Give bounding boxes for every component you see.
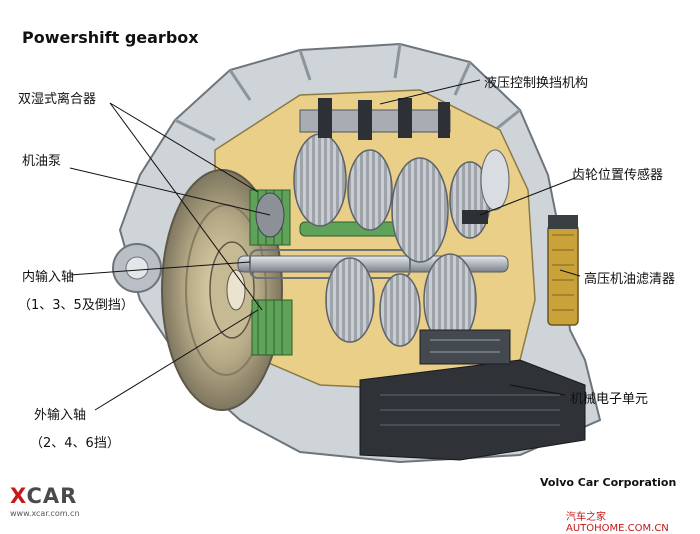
mechatronic-unit <box>359 329 586 461</box>
label-high-pressure-filter: 高压机油滤清器 <box>584 272 676 287</box>
label-outer-input-shaft: 外输入轴 <box>34 408 87 423</box>
label-inner-input-shaft: 内输入轴 <box>22 270 75 285</box>
label-mechatronic-unit: 机械电子单元 <box>570 392 649 407</box>
label-hydraulic-shift: 液压控制换挡机构 <box>484 76 589 91</box>
volvo-credit: Volvo Car Corporation <box>540 476 677 489</box>
callout-lines <box>69 79 581 411</box>
gear-position-sensor <box>462 210 488 224</box>
xcar-url: www.xcar.com.cn <box>10 509 80 518</box>
hydraulic-shift-mechanism <box>299 98 451 140</box>
xcar-logo: XCAR <box>10 484 78 508</box>
diagram-title: Powershift gearbox <box>22 28 199 47</box>
autohome-watermark: 汽车之家 AUTOHOME.COM.CN <box>566 512 669 534</box>
label-oil-pump: 机油泵 <box>22 154 62 169</box>
label-outer-shaft-gears: （2、4、6挡） <box>30 436 120 451</box>
gear-set <box>293 133 510 347</box>
high-pressure-oil-filter <box>547 215 579 326</box>
housing-ribs <box>174 43 521 142</box>
label-dual-wet-clutch: 双湿式离合器 <box>18 92 97 107</box>
label-gear-position-sensor: 齿轮位置传感器 <box>572 168 664 183</box>
label-inner-shaft-gears: （1、3、5及倒挡） <box>18 298 134 313</box>
